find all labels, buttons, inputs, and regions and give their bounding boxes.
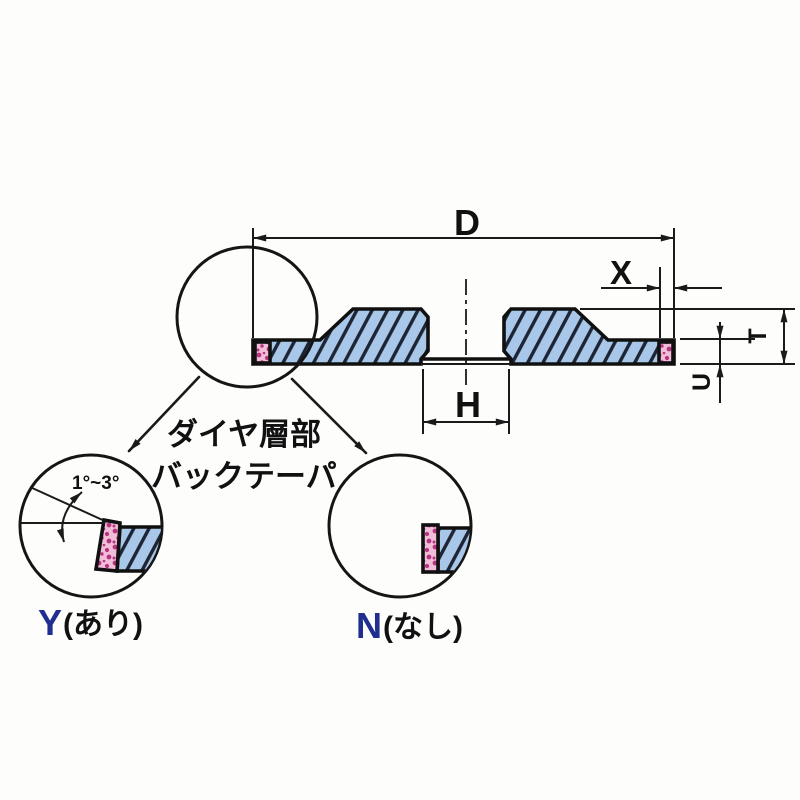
dimension-x: X — [601, 254, 722, 338]
dimension-h: H — [422, 369, 510, 434]
detail-y-code-label: (あり) — [63, 608, 143, 641]
detail-n-circle — [327, 453, 473, 599]
callout-circle — [175, 245, 319, 389]
diamond-layer-right — [657, 340, 675, 365]
label-d: D — [454, 202, 480, 243]
wheel-cross-section — [251, 279, 676, 390]
callout-note-line1: ダイヤ層部 — [167, 417, 321, 452]
detail-y-angle-arc — [56, 491, 83, 543]
detail-y-circle — [18, 453, 164, 599]
detail-n-without-taper: N (なし) — [327, 453, 473, 646]
wheel-right-body — [502, 307, 676, 366]
label-t: T — [744, 328, 772, 343]
detail-n-diamond-layer — [421, 523, 440, 574]
detail-n-code-label: (なし) — [383, 611, 463, 644]
detail-y-body-clip — [115, 525, 161, 573]
wheel-left-body — [251, 307, 430, 366]
label-u: U — [688, 373, 716, 391]
detail-y-angle-note: 1°~3° — [72, 473, 119, 494]
leader-to-n-detail — [290, 377, 368, 455]
detail-y-with-taper: 1°~3° Y (あり) — [18, 453, 164, 643]
callout-note-line2: バックテーパ — [151, 459, 337, 494]
label-x: X — [610, 254, 632, 291]
diamond-layer-left — [253, 340, 272, 365]
leader-to-y-detail — [127, 375, 201, 453]
detail-y-code: Y — [38, 602, 62, 643]
dimension-u: U — [680, 322, 755, 403]
detail-n-code: N — [356, 605, 382, 646]
detail-y-body — [115, 525, 161, 573]
detail-y-diamond-layer — [93, 517, 122, 573]
detail-callout: ダイヤ層部 バックテーパ — [127, 245, 368, 494]
label-h: H — [455, 384, 481, 425]
